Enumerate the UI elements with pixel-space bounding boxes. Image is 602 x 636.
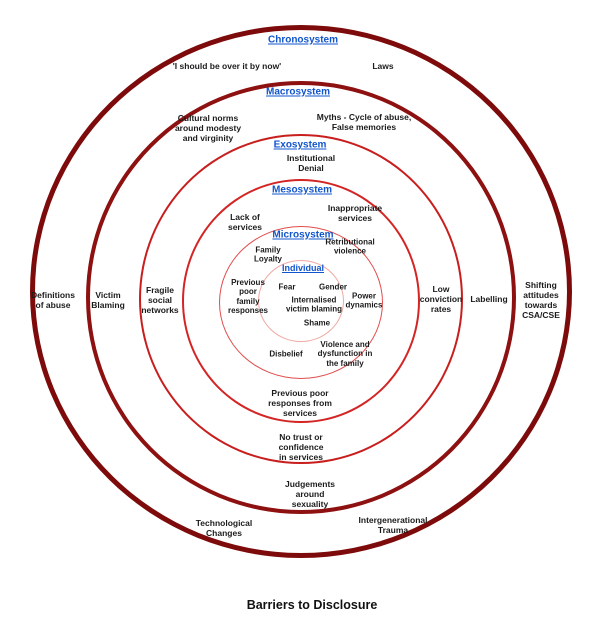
ring-label-chronosystem: Chronosystem [267, 34, 339, 46]
barrier-myths: Myths - Cycle of abuse, False memories [316, 111, 412, 132]
barrier-no-trust-services: No trust or confidence in services [278, 431, 324, 463]
barrier-fear: Fear [278, 282, 296, 292]
barrier-intergenerational-trauma: Intergenerational Trauma [358, 514, 428, 535]
barrier-cultural-norms: Cultural norms around modesty and virgin… [174, 112, 242, 144]
circle-chronosystem [30, 25, 572, 558]
barrier-retributional-violence: Retributional violence [325, 237, 375, 256]
barrier-family-loyalty: Family Loyalty [253, 245, 283, 264]
barrier-power-dynamics: Power dynamics [345, 291, 383, 310]
barrier-shifting-attitudes: Shifting attitudes towards CSA/CSE [522, 279, 560, 321]
barrier-low-conviction-rates: Low conviction rates [419, 283, 463, 315]
barrier-victim-blaming: Victim Blaming [91, 289, 125, 310]
barrier-judgements-sexuality: Judgements around sexuality [284, 478, 336, 510]
barrier-internalised-victim-blaming: Internalised victim blaming [285, 295, 343, 314]
barrier-over-it-by-now: 'I should be over it by now' [172, 60, 282, 71]
diagram-title: Barriers to Disclosure [246, 598, 378, 612]
barrier-lack-of-services: Lack of services [227, 211, 263, 232]
ring-label-microsystem: Microsystem [272, 229, 334, 241]
barrier-previous-poor-responses-services: Previous poor responses from services [268, 387, 332, 419]
circle-macrosystem [86, 81, 516, 514]
ring-label-individual: Individual [281, 263, 325, 273]
circle-individual [258, 260, 344, 342]
barrier-technological-changes: Technological Changes [195, 517, 253, 538]
circle-mesosystem [182, 179, 420, 423]
circle-exosystem [139, 134, 463, 464]
barrier-labelling: Labelling [470, 293, 508, 304]
barrier-fragile-social-networks: Fragile social networks [141, 284, 179, 316]
barrier-disbelief: Disbelief [269, 349, 303, 359]
barrier-definitions-of-abuse: Definitions of abuse [31, 289, 75, 310]
barrier-laws: Laws [372, 60, 394, 71]
ring-label-mesosystem: Mesosystem [271, 184, 333, 196]
ring-label-macrosystem: Macrosystem [266, 86, 330, 98]
barrier-gender: Gender [318, 282, 348, 292]
barrier-previous-poor-family-responses: Previous poor family responses [227, 278, 269, 316]
barrier-violence-dysfunction-family: Violence and dysfunction in the family [317, 339, 373, 368]
ring-label-exosystem: Exosystem [273, 139, 327, 151]
barrier-institutional-denial: Institutional Denial [286, 152, 336, 173]
barrier-shame: Shame [303, 318, 331, 328]
barrier-inappropriate-services: Inappropriate services [327, 202, 383, 223]
circle-microsystem [219, 226, 383, 379]
